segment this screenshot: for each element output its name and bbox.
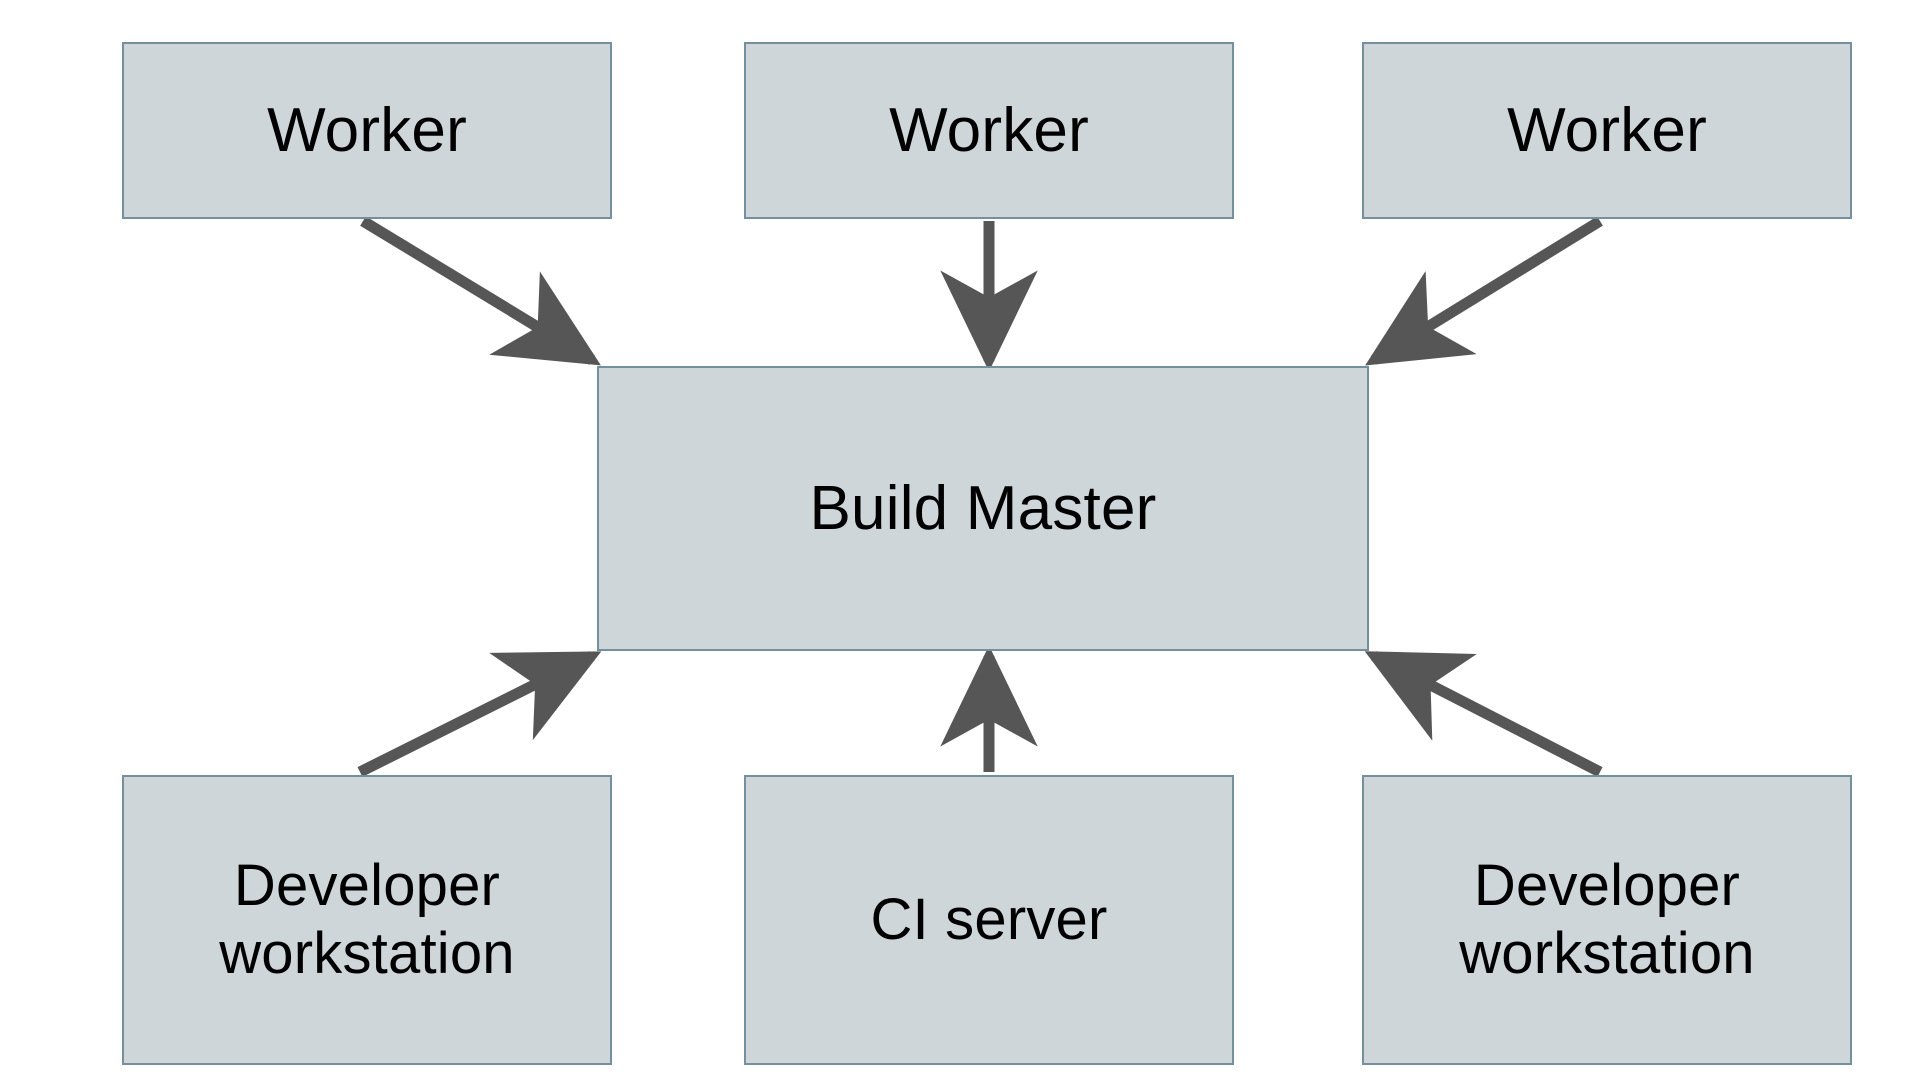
node-build-master-label: Build Master (809, 473, 1157, 543)
node-build-master[interactable]: Build Master (597, 366, 1369, 651)
node-worker-center-label: Worker (889, 95, 1089, 165)
node-worker-center[interactable]: Worker (744, 42, 1234, 219)
edge-dev-right-to-master (1364, 651, 1603, 777)
node-worker-left[interactable]: Worker (122, 42, 612, 219)
node-worker-right[interactable]: Worker (1362, 42, 1852, 219)
node-developer-workstation-left-label: Developer workstation (219, 852, 515, 986)
node-worker-left-label: Worker (267, 95, 467, 165)
node-ci-server[interactable]: CI server (744, 775, 1234, 1065)
edge-dev-left-to-master (357, 651, 602, 777)
edge-worker-right-to-master (1365, 216, 1603, 366)
node-developer-workstation-left[interactable]: Developer workstation (122, 775, 612, 1065)
node-ci-server-label: CI server (870, 886, 1108, 952)
edge-worker-left-to-master (360, 216, 601, 366)
node-developer-workstation-right[interactable]: Developer workstation (1362, 775, 1852, 1065)
node-worker-right-label: Worker (1507, 95, 1707, 165)
node-developer-workstation-right-label: Developer workstation (1459, 852, 1755, 986)
